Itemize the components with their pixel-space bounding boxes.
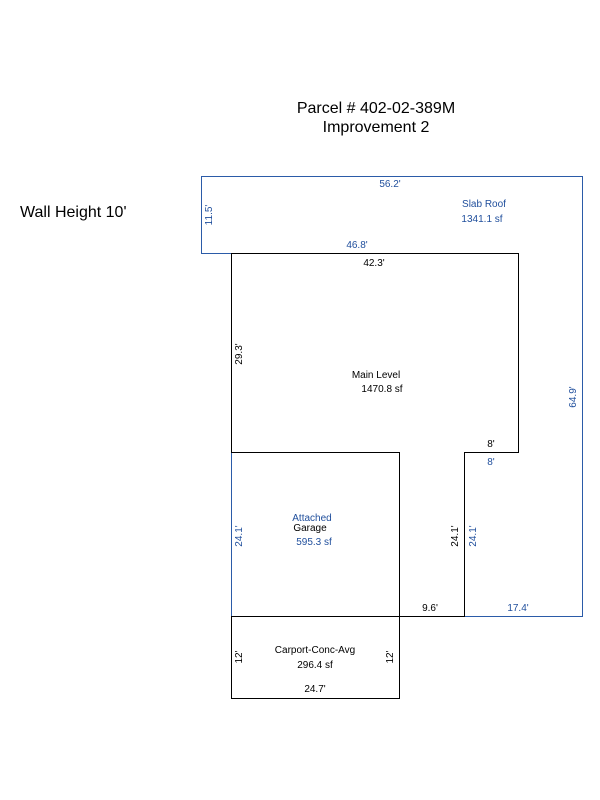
main-level-area: 1470.8 sf [361,384,402,395]
dim-main-step: 8' [487,439,495,450]
dim-slab-right: 64.9' [568,386,579,407]
slab-roof-area: 1341.1 sf [461,214,502,225]
improvement-title: Improvement 2 [322,119,430,136]
main-level-name: Main Level [352,370,400,381]
carport-area: 296.4 sf [297,660,333,671]
dim-slab-inner-side: 24.1' [468,525,479,546]
garage-area: 595.3 sf [296,537,332,548]
dim-main-top: 42.3' [363,258,384,269]
parcel-number: Parcel # 402-02-389M [296,100,456,117]
dim-main-side: 24.1' [450,525,461,546]
dim-carport-bottom: 24.7' [304,684,325,695]
garage-name-line1: Attached [292,513,331,524]
dim-slab-left: 11.5' [204,205,215,226]
dim-carport-right: 12' [385,650,396,663]
dim-carport-left: 12' [234,650,245,663]
dim-garage-side: 24.1' [234,525,245,546]
dim-slab-top: 56.2' [379,179,400,190]
dim-slab-inner-top: 46.8' [346,240,367,251]
dim-main-bottom: 9.6' [422,603,438,614]
slab-roof-outline [201,176,583,617]
slab-roof-name: Slab Roof [462,199,506,210]
garage-name-line2: Garage [293,523,327,534]
main-level-outline [231,253,519,617]
wall-height-label: Wall Height 10' [20,204,127,221]
garage-outline [231,452,400,617]
dim-main-left: 29.3' [234,343,245,364]
carport-outline [231,616,400,699]
dim-slab-step: 8' [487,457,495,468]
dim-slab-bottom: 17.4' [507,603,528,614]
carport-name: Carport-Conc-Avg [275,645,355,656]
